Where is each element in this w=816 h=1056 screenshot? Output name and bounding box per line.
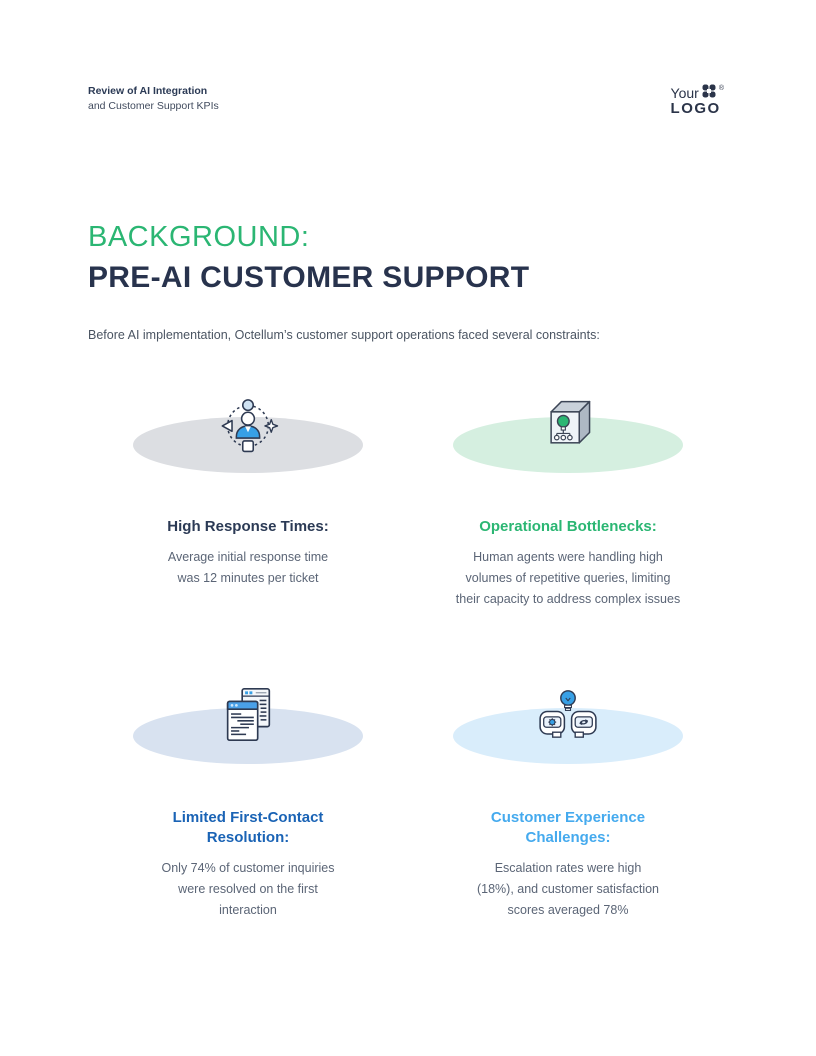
card-illustration	[408, 652, 728, 764]
card-illustration	[88, 361, 408, 473]
card-description: Human agents were handling high volumes …	[455, 550, 681, 606]
card-description: Average initial response time was 12 min…	[167, 550, 329, 585]
constraint-cards-grid: High Response Times: Average initial res…	[88, 361, 732, 921]
card-title: High Response Times:	[167, 518, 329, 535]
card-limited-first-contact-resolution: Limited First-Contact Resolution: Only 7…	[88, 652, 408, 921]
minds-idea-icon	[539, 690, 597, 738]
card-illustration	[408, 361, 728, 473]
document-title-line2: and Customer Support KPIs	[88, 100, 219, 112]
document-title: Review of AI Integration and Customer Su…	[88, 84, 219, 114]
card-high-response-times: High Response Times: Average initial res…	[88, 361, 408, 610]
idea-box-icon	[550, 400, 591, 444]
page-title: PRE-AI CUSTOMER SUPPORT	[88, 261, 530, 294]
card-operational-bottlenecks: Operational Bottlenecks: Human agents we…	[408, 361, 728, 610]
logo-text-logo: LOGO	[670, 100, 721, 117]
card-title: Limited First-Contact Resolution:	[172, 809, 324, 846]
card-description: Escalation rates were high (18%), and cu…	[476, 861, 660, 917]
logo-flower-icon	[702, 84, 716, 101]
logo-top-row: Your ®	[671, 84, 724, 101]
intro-paragraph: Before AI implementation, Octellum’s cus…	[88, 328, 600, 342]
ellipse-shadow-sky	[453, 708, 683, 764]
card-description: Only 74% of customer inquiries were reso…	[161, 861, 335, 917]
document-title-line1: Review of AI Integration	[88, 85, 208, 97]
page-header: Review of AI Integration and Customer Su…	[88, 84, 732, 117]
company-logo: Your ® LOGO	[671, 84, 732, 117]
card-illustration	[88, 652, 408, 764]
user-process-icon	[221, 399, 279, 453]
documents-icon	[226, 688, 271, 742]
logo-text-your: Your	[670, 84, 699, 101]
card-title: Customer Experience Challenges:	[490, 809, 646, 846]
card-title: Operational Bottlenecks:	[479, 518, 657, 535]
card-customer-experience-challenges: Customer Experience Challenges: Escalati…	[408, 652, 728, 921]
section-heading-block: BACKGROUND: PRE-AI CUSTOMER SUPPORT Befo…	[88, 221, 732, 342]
registered-mark: ®	[718, 85, 724, 92]
section-kicker: BACKGROUND:	[88, 221, 310, 253]
